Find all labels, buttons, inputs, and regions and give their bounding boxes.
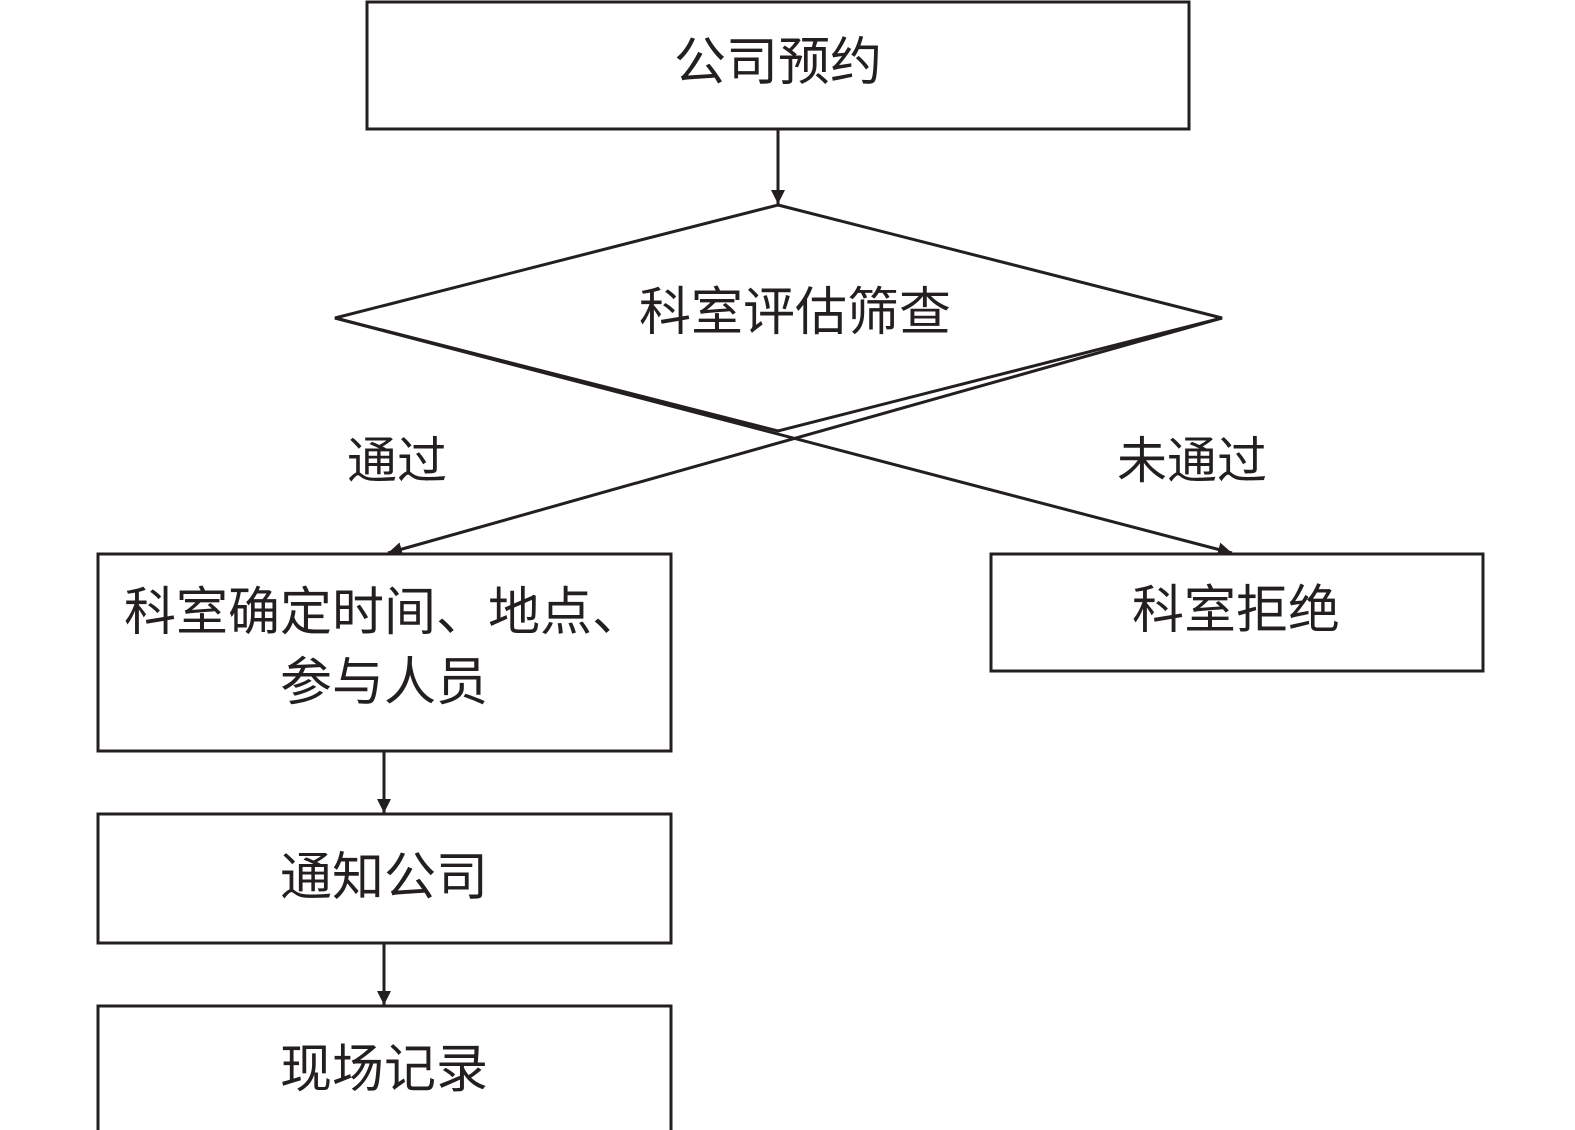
node-notify-company: 通知公司 — [96, 812, 673, 945]
node-department-schedule: 科室确定时间、地点、 参与人员 — [96, 552, 673, 753]
edge-label-pass: 通过 — [347, 432, 447, 490]
notify-company-label: 通知公司 — [280, 848, 488, 908]
node-onsite-record: 现场记录 — [96, 1004, 673, 1130]
department-screening-diamond — [334, 203, 1223, 433]
department-schedule-label-line1: 科室确定时间、地点、 — [124, 583, 644, 643]
department-schedule-label-line2: 参与人员 — [280, 653, 488, 713]
arrow-screening-fail — [334, 316, 1233, 557]
department-reject-box — [989, 552, 1485, 673]
department-screening-label: 科室评估筛查 — [639, 283, 951, 343]
department-reject-label: 科室拒绝 — [1132, 581, 1340, 641]
company-booking-box — [365, 0, 1191, 131]
edge-label-fail: 未通过 — [1117, 432, 1267, 490]
node-department-reject: 科室拒绝 — [989, 552, 1485, 673]
node-company-booking: 公司预约 — [365, 0, 1191, 131]
node-department-screening: 科室评估筛查 — [334, 203, 1223, 433]
onsite-record-box — [96, 1004, 673, 1130]
company-booking-label: 公司预约 — [674, 33, 882, 93]
onsite-record-label: 现场记录 — [280, 1040, 488, 1100]
notify-company-box — [96, 812, 673, 945]
arrow-screening-pass — [387, 316, 1223, 556]
